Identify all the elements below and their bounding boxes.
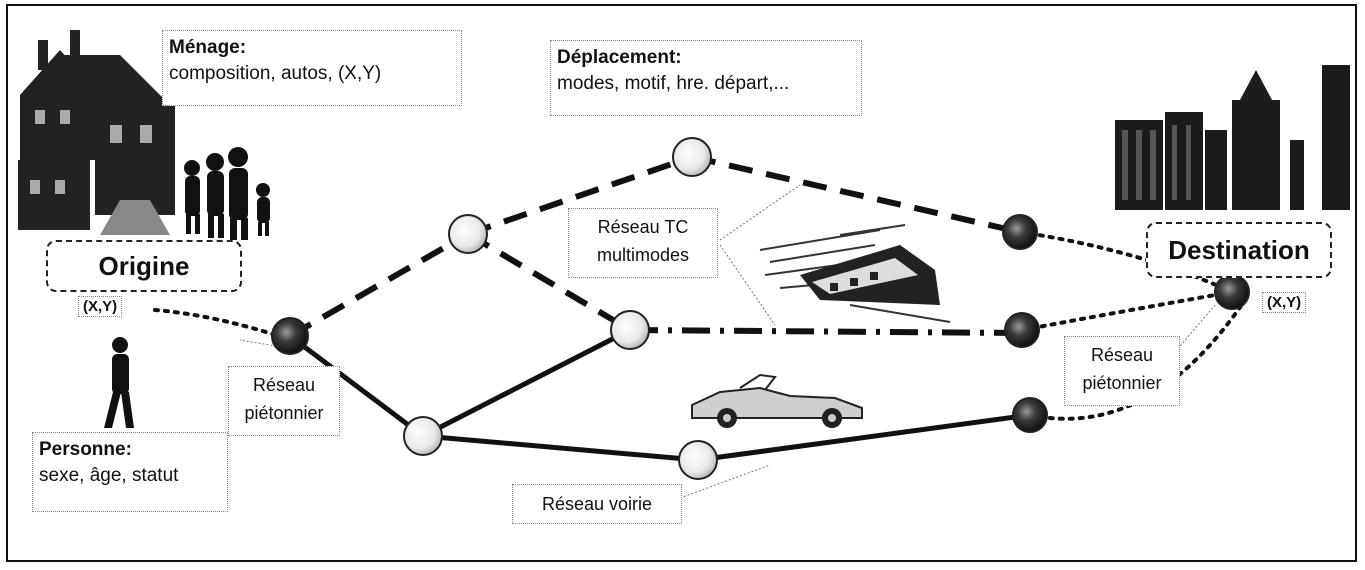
destination-box: Destination xyxy=(1146,222,1332,278)
node xyxy=(1012,397,1048,433)
network-nodes xyxy=(271,137,1250,480)
deplacement-title: Déplacement: xyxy=(557,47,682,68)
node xyxy=(448,214,488,254)
reseau-pieton-right-line2: piétonnier xyxy=(1082,373,1162,393)
menage-title: Ménage: xyxy=(169,37,247,58)
node xyxy=(271,317,309,355)
reseau-tc-box: Réseau TC multimodes xyxy=(568,208,718,278)
transit-links xyxy=(288,154,1021,339)
origine-box: Origine xyxy=(46,240,242,292)
node xyxy=(672,137,712,177)
train-icon xyxy=(759,224,951,323)
pedestrian-icon xyxy=(104,337,134,428)
node xyxy=(610,310,650,350)
node xyxy=(1002,214,1038,250)
reseau-pieton-left-box: Réseau piétonnier xyxy=(228,366,340,436)
node xyxy=(1214,274,1250,310)
reseau-tc-line1: Réseau TC xyxy=(597,217,689,237)
reseau-pieton-left-line2: piétonnier xyxy=(244,403,324,423)
node xyxy=(403,416,443,456)
reseau-pieton-right-line1: Réseau xyxy=(1090,345,1154,365)
menage-detail: composition, autos, (X,Y) xyxy=(169,63,382,84)
multimodal-link xyxy=(629,327,1021,336)
node xyxy=(1004,312,1040,348)
pedestrian-links xyxy=(153,230,1247,421)
menage-box: Ménage: composition, autos, (X,Y) xyxy=(162,30,462,106)
node xyxy=(678,440,718,480)
origine-xy: (X,Y) xyxy=(78,296,123,317)
deplacement-box: Déplacement: modes, motif, hre. départ,.… xyxy=(550,40,862,116)
reseau-pieton-right-box: Réseau piétonnier xyxy=(1064,336,1180,406)
destination-xy: (X,Y) xyxy=(1262,292,1307,313)
road-links xyxy=(288,327,1031,463)
family-icon xyxy=(184,147,270,240)
reseau-voirie-box: Réseau voirie xyxy=(512,484,682,524)
destination-label: Destination xyxy=(1168,235,1310,265)
personne-box: Personne: sexe, âge, statut xyxy=(32,432,228,512)
reseau-tc-line2: multimodes xyxy=(596,245,690,265)
reseau-pieton-left-line1: Réseau xyxy=(252,375,316,395)
personne-detail: sexe, âge, statut xyxy=(39,465,179,486)
personne-title: Personne: xyxy=(39,439,132,460)
house-icon xyxy=(18,30,175,235)
leader-lines xyxy=(239,184,1216,499)
city-skyline-icon xyxy=(1115,65,1350,210)
reseau-voirie-label: Réseau voirie xyxy=(541,494,653,514)
deplacement-detail: modes, motif, hre. départ,... xyxy=(557,73,790,94)
car-icon xyxy=(691,373,863,428)
origine-label: Origine xyxy=(98,251,190,281)
